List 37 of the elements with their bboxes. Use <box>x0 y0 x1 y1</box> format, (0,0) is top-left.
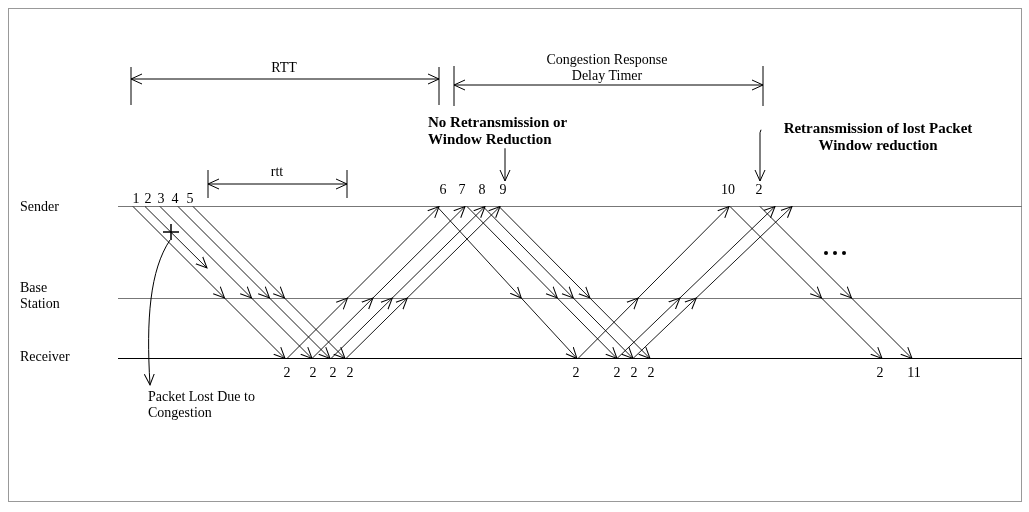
annotation-label: Packet Lost Due to Congestion <box>148 388 273 422</box>
diagram-label: 3 <box>157 190 165 208</box>
leader-arrow <box>499 147 511 182</box>
diagram-label: 2 <box>876 364 884 382</box>
packet-loss-mark <box>163 224 179 240</box>
diagram-label: Sender <box>20 198 59 216</box>
diagram-label: RTT <box>271 59 297 77</box>
annotation-label: 2 <box>755 181 763 199</box>
diagram-label: 2 <box>346 364 354 382</box>
diagram-label: 7 <box>458 181 466 199</box>
diagram-label: 6 <box>439 181 447 199</box>
annotation-text: No Retransmission or Window Reduction <box>428 113 608 149</box>
diagram-label: 2 <box>572 364 580 382</box>
leader-arrow <box>754 129 766 182</box>
diagram-label: Base Station <box>20 279 61 313</box>
diagram-label: Receiver <box>20 348 70 366</box>
diagram-label: 2 <box>613 364 621 382</box>
diagram-label: 2 <box>329 364 337 382</box>
diagram-label: 10 <box>721 181 735 199</box>
diagram-label: 8 <box>478 181 486 199</box>
diagram-label: 2 <box>630 364 638 382</box>
timeline-bar <box>118 358 1022 359</box>
diagram-label: 2 <box>283 364 291 382</box>
diagram-label: rtt <box>270 163 284 181</box>
timeline-bar <box>118 206 1022 207</box>
diagram-label: 1 <box>132 190 140 208</box>
diagram-label: 4 <box>171 190 179 208</box>
diagram-label: 2 <box>144 190 152 208</box>
annotation-label: 9 <box>499 181 507 199</box>
curved-arrow <box>143 239 171 386</box>
diagram-label: 2 <box>309 364 317 382</box>
timeline-bar <box>118 298 1022 299</box>
diagram-label: 2 <box>647 364 655 382</box>
annotation-text: Retransmission of lost Packet Window reduction <box>763 119 993 155</box>
diagram-label: 11 <box>907 364 921 382</box>
diagram-label: Congestion Response Delay Timer <box>545 51 669 85</box>
diagram-label: 5 <box>186 190 194 208</box>
